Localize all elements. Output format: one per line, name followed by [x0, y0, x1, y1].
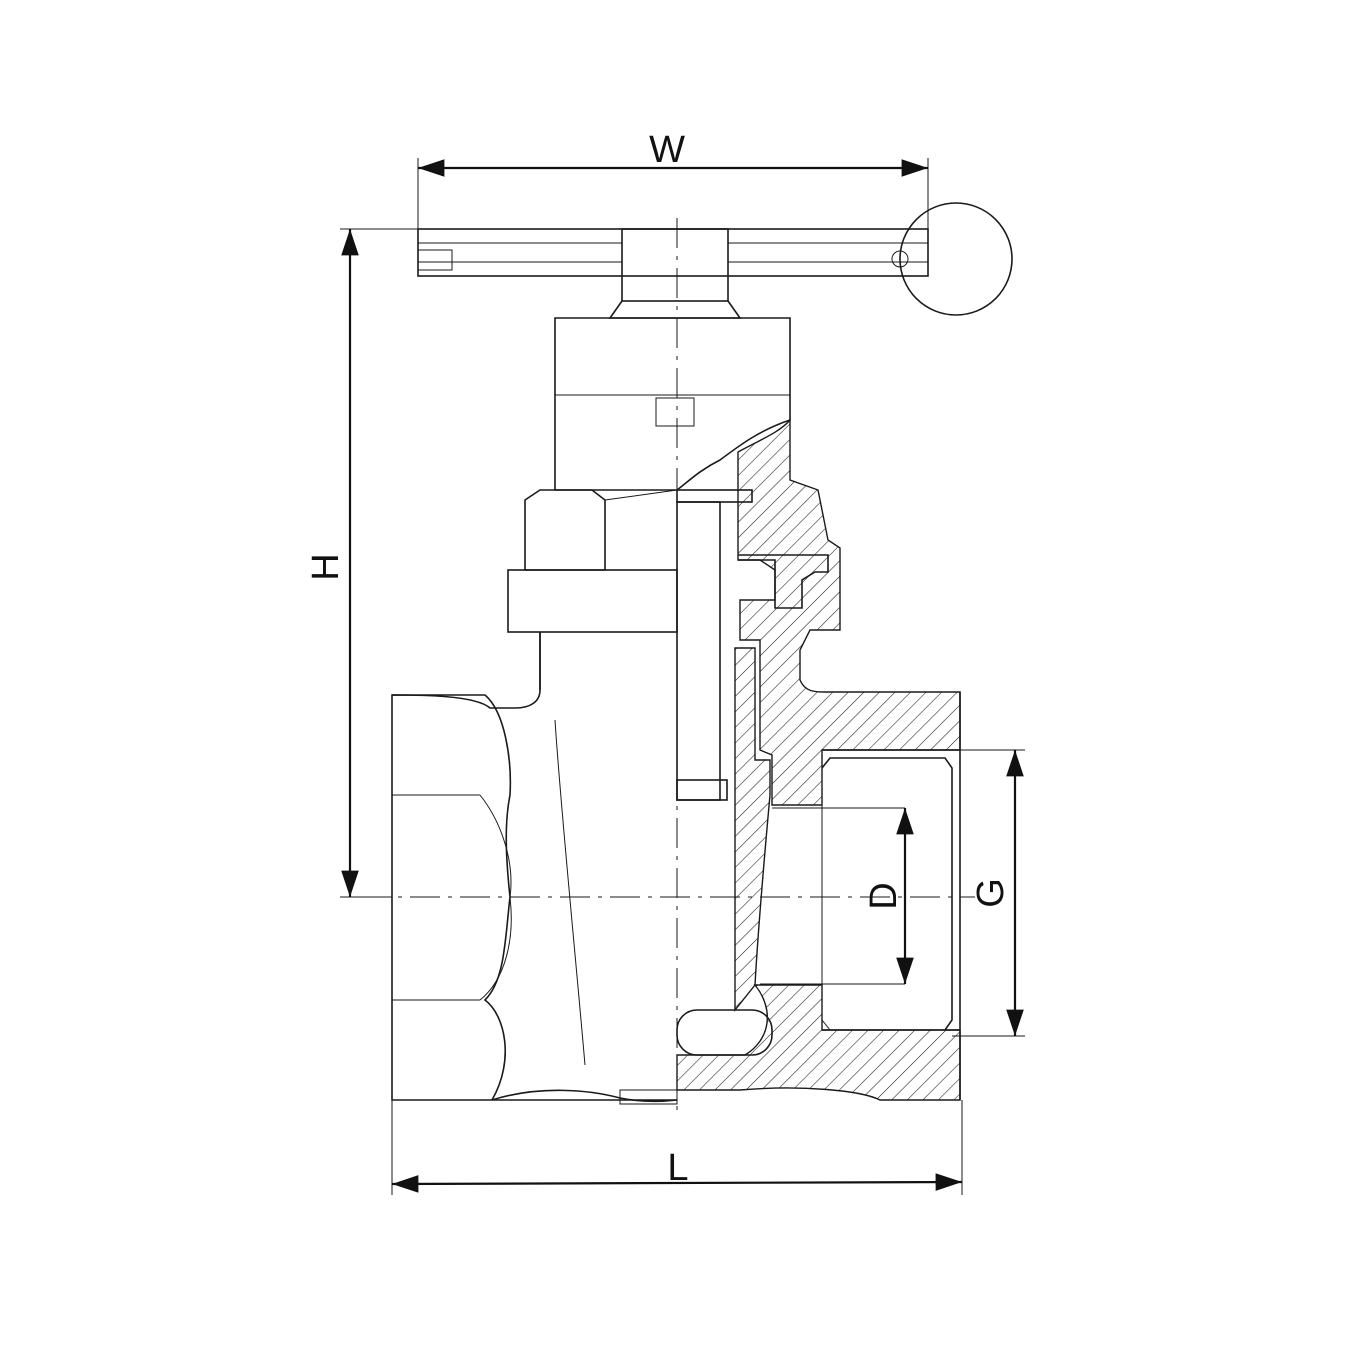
gland-nut — [507, 489, 678, 633]
dim-label-g: G — [970, 878, 1012, 908]
bonnet-cap — [554, 317, 791, 491]
dim-label-l: L — [667, 1147, 688, 1189]
dim-label-h: H — [305, 553, 347, 580]
dimension-w: W — [417, 129, 929, 229]
center-lines — [360, 218, 975, 1118]
dimension-h: H — [305, 228, 418, 898]
dimension-g: G — [952, 749, 1025, 1037]
dimension-d: D — [863, 808, 914, 984]
dimension-l: L — [391, 1100, 963, 1195]
valve-body-section — [676, 418, 961, 1101]
t-handle — [417, 202, 1013, 319]
dim-label-w: W — [649, 129, 685, 171]
dim-label-d: D — [863, 882, 905, 909]
valve-body-left — [391, 632, 678, 1105]
